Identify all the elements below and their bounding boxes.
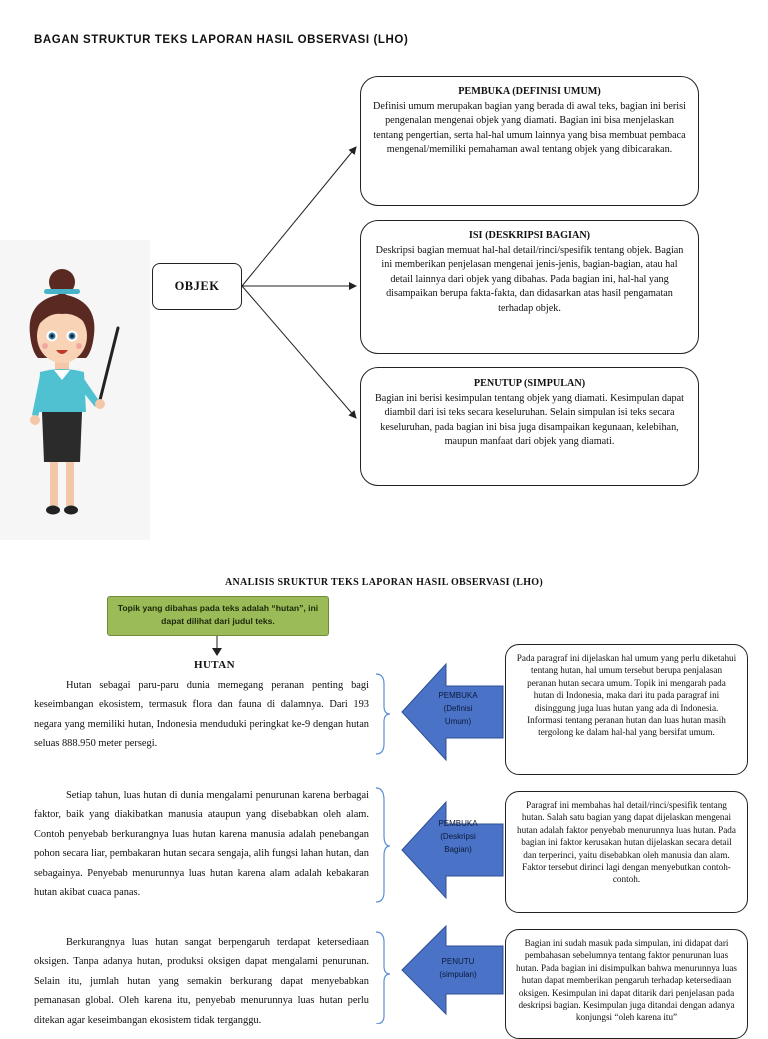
box-penutup-title: PENUTUP (SIMPULAN)	[473, 378, 586, 389]
paragraph-1-text: Hutan sebagai paru-paru dunia memegang p…	[34, 680, 369, 750]
arrow-label-pembuka-line2: (Definisi	[443, 704, 473, 713]
arrow-shape-deskripsi	[401, 800, 504, 900]
box-isi: ISI (DESKRIPSI BAGIAN) Deskripsi bagian …	[360, 220, 699, 354]
box-pembuka-body: Definisi umum merupakan bagian yang bera…	[373, 100, 686, 156]
box-penutup-body: Bagian ini berisi kesimpulan tentang obj…	[375, 392, 684, 448]
box-pembuka: PEMBUKA (DEFINISI UMUM) Definisi umum me…	[360, 76, 699, 206]
arrow-label-pembuka-line3: Umum)	[444, 717, 472, 726]
analysis-title: ANALISIS SRUKTUR TEKS LAPORAN HASIL OBSE…	[225, 577, 543, 588]
arrow-label-penutup-line1: PENUTU	[441, 957, 475, 966]
objek-node: OBJEK	[152, 263, 242, 310]
box-isi-body: Deskripsi bagian memuat hal-hal detail/r…	[375, 244, 684, 314]
explanation-pembuka: Pada paragraf ini dijelaskan hal umum ya…	[505, 644, 748, 775]
arrow-label-pembuka: PEMBUKA (Definisi Umum)	[430, 689, 486, 728]
page-title: BAGAN STRUKTUR TEKS LAPORAN HASIL OBSERV…	[34, 34, 409, 46]
topic-down-arrow	[212, 636, 222, 656]
text-title: HUTAN	[194, 659, 235, 671]
box-penutup: PENUTUP (SIMPULAN) Bagian ini berisi kes…	[360, 367, 699, 486]
paragraph-3-text: Berkurangnya luas hutan sangat berpengar…	[34, 937, 369, 1026]
structure-arrows	[375, 662, 504, 1024]
explanation-penutup: Bagian ini sudah masuk pada simpulan, in…	[505, 929, 748, 1039]
arrow-label-deskripsi-line3: Bagian)	[444, 845, 472, 854]
diagram-arrows	[241, 146, 357, 419]
arrow-shape-pembuka	[401, 662, 504, 762]
paragraph-3: Berkurangnya luas hutan sangat berpengar…	[34, 933, 369, 1030]
teacher-illustration	[0, 240, 150, 540]
box-pembuka-title: PEMBUKA (DEFINISI UMUM)	[458, 86, 601, 97]
arrow-label-penutup-line2: (simpulan)	[439, 970, 477, 979]
arrow-label-pembuka-line1: PEMBUKA	[438, 691, 478, 700]
paragraph-2-text: Setiap tahun, luas hutan di dunia mengal…	[34, 790, 369, 899]
paragraph-2: Setiap tahun, luas hutan di dunia mengal…	[34, 786, 369, 902]
arrow-label-deskripsi: PEMBUKA (Deskripsi Bagian)	[430, 817, 486, 856]
arrow-label-deskripsi-line2: (Deskripsi	[440, 832, 476, 841]
topic-note: Topik yang dibahas pada teks adalah “hut…	[107, 596, 329, 636]
arrow-label-penutup: PENUTU (simpulan)	[430, 955, 486, 981]
arrow-label-deskripsi-line1: PEMBUKA	[438, 819, 478, 828]
paragraph-1: Hutan sebagai paru-paru dunia memegang p…	[34, 676, 369, 754]
box-isi-title: ISI (DESKRIPSI BAGIAN)	[468, 230, 591, 241]
explanation-deskripsi: Paragraf ini membahas hal detail/rinci/s…	[505, 791, 748, 913]
arrow-shape-penutup	[401, 924, 504, 1016]
